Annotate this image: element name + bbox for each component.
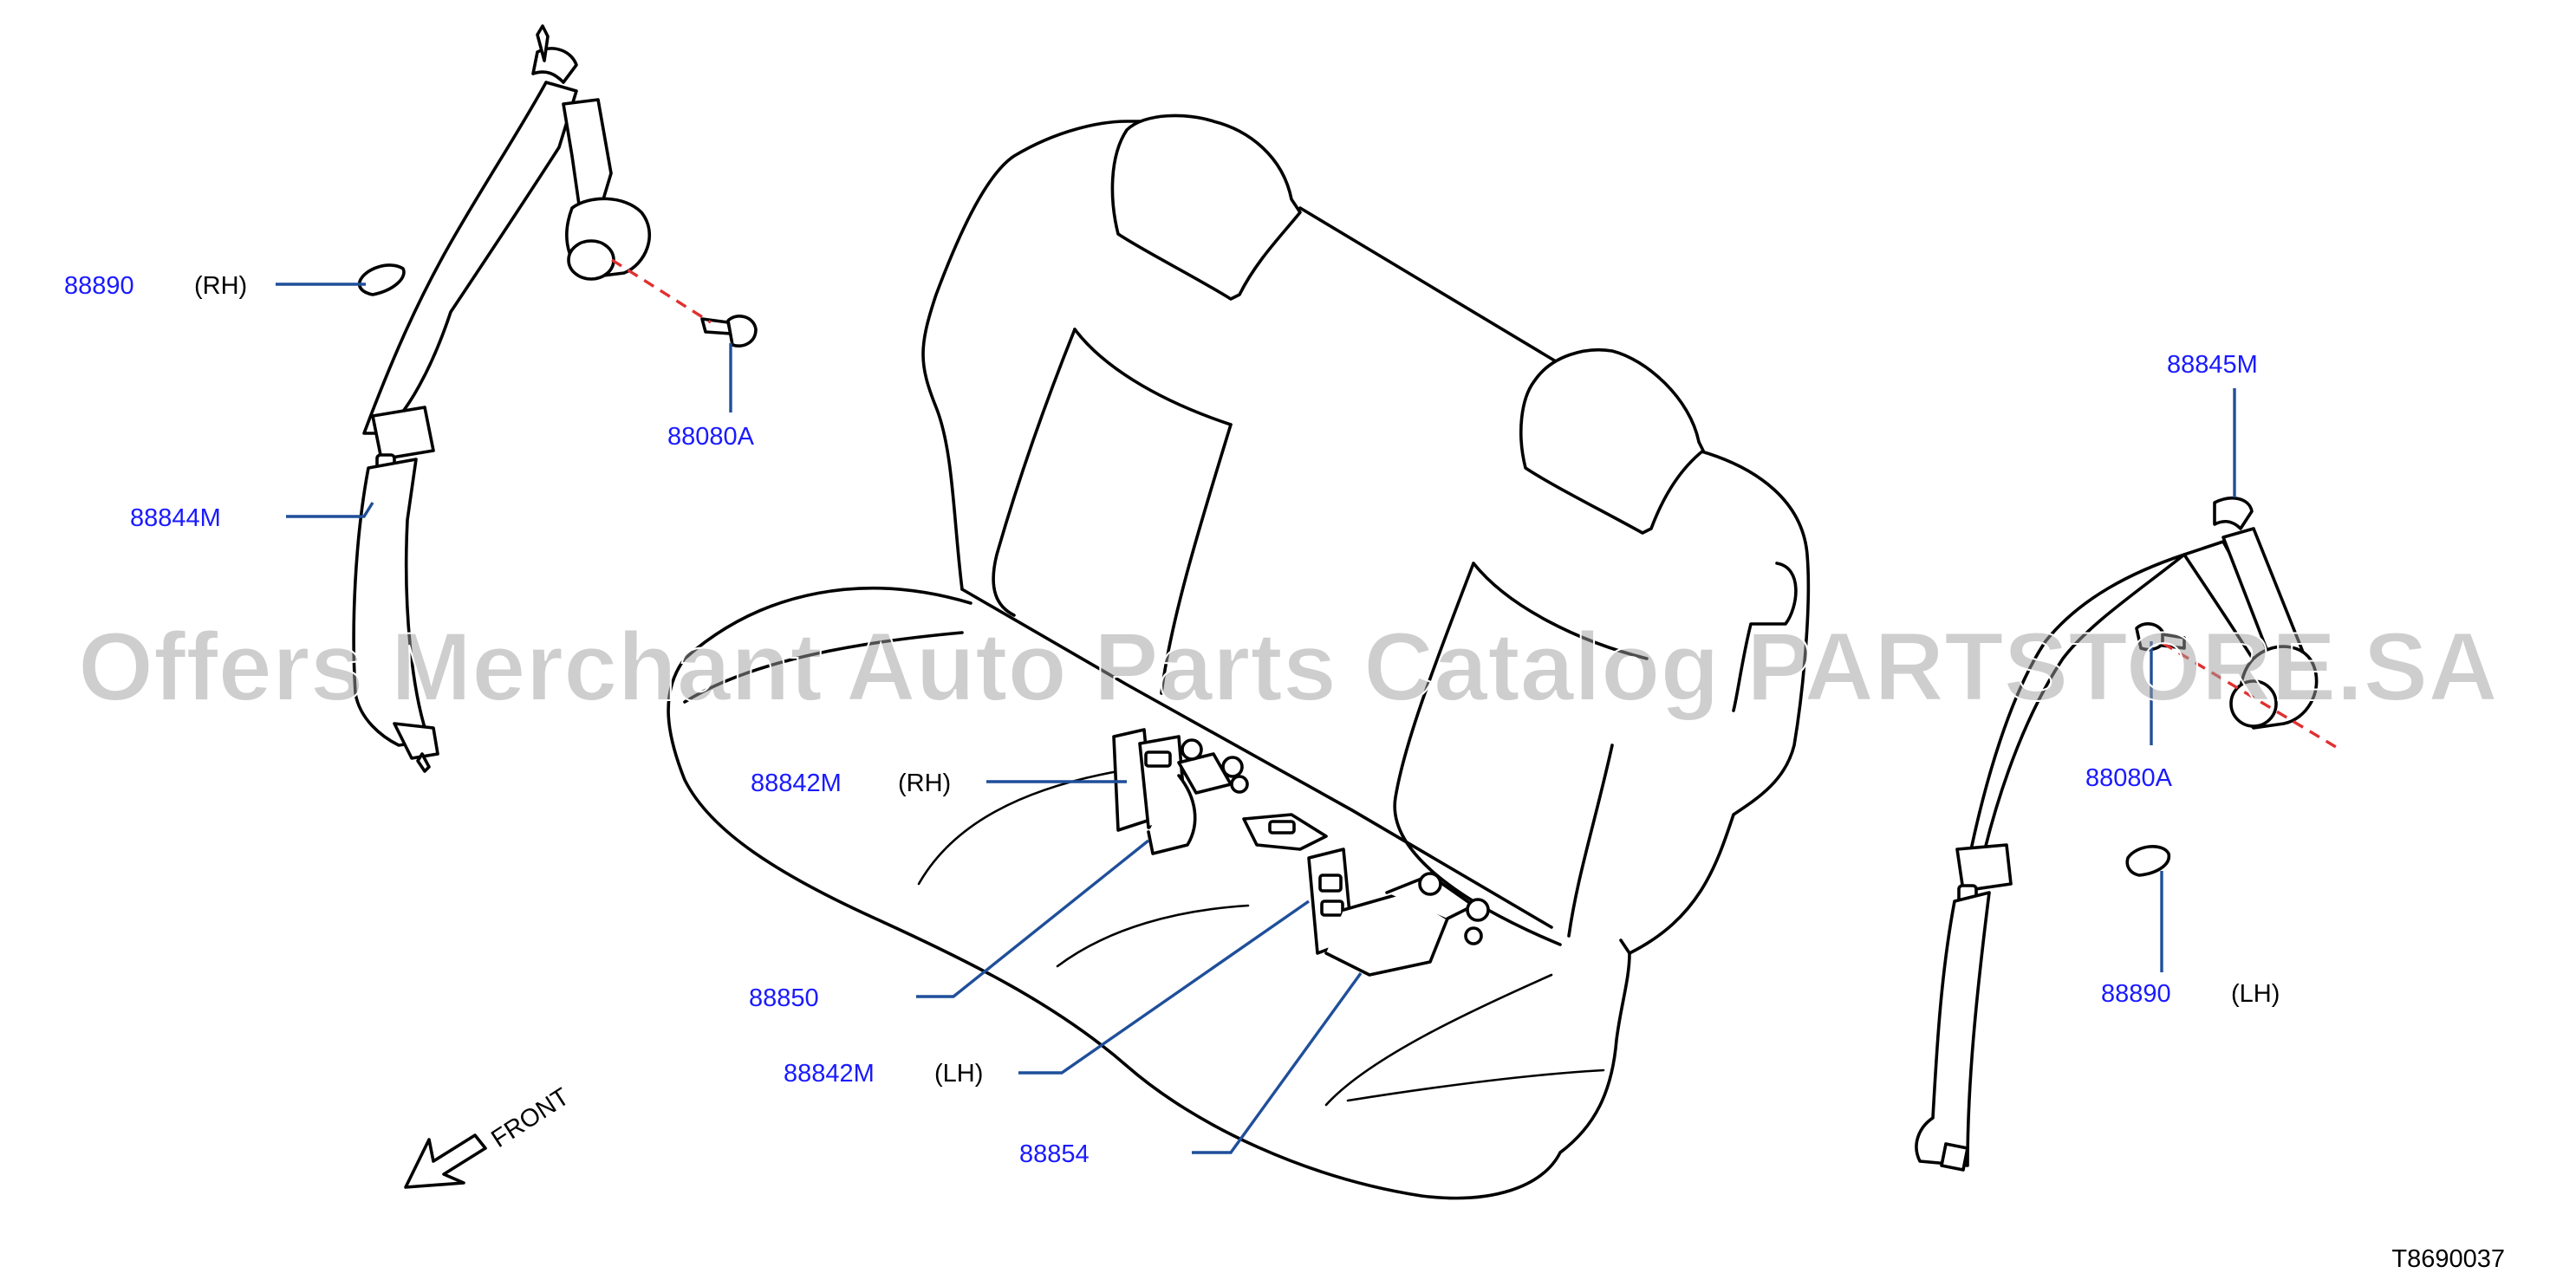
buckle-assembly-lh [1307,848,1490,977]
part-number: 88844M [130,504,221,532]
seat-cushion-seam-right [1324,973,1553,1107]
seat-back-right-panel-edge [1567,744,1614,938]
seat-belt-lh [1915,497,2319,1172]
seat-floor-line [960,588,1553,929]
seat-back-panel-top-right [1472,562,1649,660]
part-number: 88850 [749,984,819,1012]
anchor-bolt-rh [700,315,758,347]
part-number: 88890 [64,272,134,300]
side-indicator: (LH) [2231,980,2280,1008]
leader-lines [276,283,2236,1154]
seat-cushion-seam-right-2 [1346,1068,1605,1102]
part-number: 88080A [667,423,755,451]
part-number: 88890 [2101,980,2171,1008]
side-indicator: (RH) [194,272,247,300]
front-arrow-icon [404,1133,487,1189]
seat-back-right-bolster [1732,562,1798,712]
side-indicator: (LH) [934,1060,983,1088]
callout-88080a-rh: 88080A [667,423,755,451]
part-number: 88845M [2167,351,2258,379]
front-direction-indicator: FRONT [404,1082,575,1189]
callout-88854: 88854 [1019,1140,1090,1168]
watermark-text: Offers Merchant Auto Parts Catalog PARTS… [78,613,2498,721]
headrest-left [1110,114,1302,301]
seat-back-center-panel [1160,423,1233,695]
buckle-tongue [1242,813,1328,851]
seat-cushion-outline [667,587,1631,1200]
height-adjuster-cover-rh [357,263,406,296]
callout-88080a-lh: 88080A [2085,764,2173,792]
callout-88890-lh: 88890 (LH) [2101,980,2280,1008]
callout-88842m-rh: 88842M (RH) [751,770,951,797]
height-adjuster-cover-lh [2125,845,2171,877]
buckle-assembly-rh [1112,728,1249,855]
seat-back-left-panel [992,328,1077,617]
seat-cushion-front-edge [683,631,964,704]
callout-88844m: 88844M [130,504,221,532]
part-number: 88080A [2085,764,2173,792]
callout-88845m: 88845M [2167,351,2258,379]
seat-belt-rh [352,24,652,773]
callout-88850: 88850 [749,984,819,1012]
diagram-code: T8690037 [2391,1245,2505,1273]
seat-cushion-seam-left [917,770,1120,886]
seat-cushion-seam-center [1056,904,1250,968]
part-number: 88842M [784,1060,875,1088]
part-number: 88854 [1019,1140,1090,1168]
bolt-center-line-rh [611,258,712,324]
front-label: FRONT [486,1082,574,1153]
rear-seat-drawing [667,114,1811,1200]
seat-back-panel-top-left [1073,328,1233,426]
part-number: 88842M [751,770,842,797]
bolt-center-line-lh [2162,641,2337,749]
headrest-right [1519,347,1705,535]
callout-88842m-lh: 88842M (LH) [784,1060,983,1088]
side-indicator: (RH) [898,770,951,797]
callout-88890-rh: 88890 (RH) [64,272,247,300]
seat-back-outline [921,120,1811,955]
